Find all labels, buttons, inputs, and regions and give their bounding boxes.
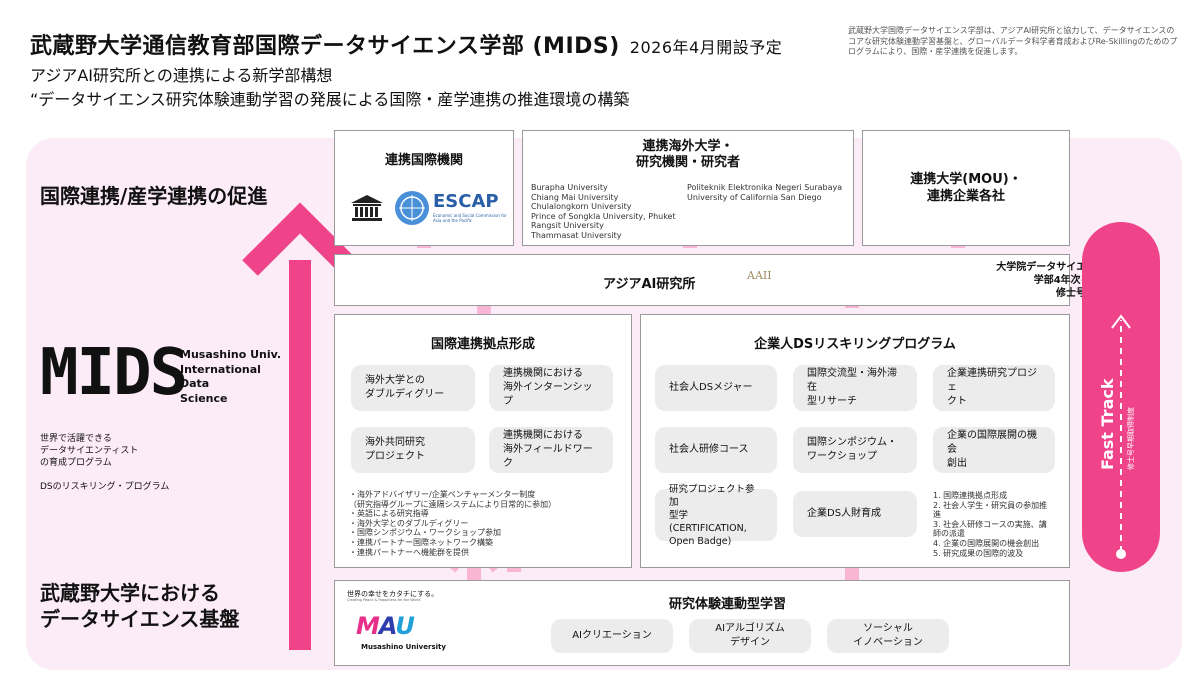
intl-hub-pill-4: 連携機関における 海外フィールドワーク xyxy=(489,427,613,473)
intl-orgs-box: 連携国際機関 ESCAP Economic and Social Commiss… xyxy=(334,130,514,246)
foundation-label-1: 武蔵野大学における xyxy=(40,581,220,605)
unesco-icon xyxy=(349,193,385,227)
intl-hub-pill-1: 海外大学との ダブルディグリー xyxy=(351,365,475,411)
escap-logo: ESCAP xyxy=(433,191,499,212)
fast-track-arrow xyxy=(1111,314,1131,559)
overseas-list-2: Politeknik Elektronika Negeri Surabaya U… xyxy=(687,183,843,202)
research-box: 世界の幸せをカタチにする。 Creating Peace & Happiness… xyxy=(334,580,1070,666)
mou-box: 連携大学(MOU)・ 連携企業各社 xyxy=(862,130,1070,246)
big-up-arrow xyxy=(242,202,358,650)
fast-track-sub: 修士号早期取得制度 xyxy=(1127,407,1135,470)
promotion-label: 国際連携/産学連携の促進 xyxy=(40,184,268,208)
escap-sub: Economic and Social Commission for Asia … xyxy=(433,213,507,223)
overseas-list-1: Burapha University Chiang Mai University… xyxy=(531,183,676,240)
mou-title: 連携大学(MOU)・ 連携企業各社 xyxy=(910,172,1022,204)
subtitle-2: “データサイエンス研究体験連動学習の発展による国際・産学連携の推進環境の構築 xyxy=(30,90,630,109)
mids-full-name: Musashino Univ. International Data Scien… xyxy=(180,348,282,405)
intl-hub-box: 国際連携拠点形成 海外大学との ダブルディグリー 連携機関における 海外インター… xyxy=(334,314,632,568)
subtitle-1: アジアAI研究所との連携による新学部構想 xyxy=(30,66,333,85)
aaii-logo-text: AAII xyxy=(747,269,772,282)
title-text: 武蔵野大学通信教育部国際データサイエンス学部 (MIDS) xyxy=(30,34,620,59)
asia-ai-bar: アジアAI研究所 AAII xyxy=(334,254,1070,306)
page-title: 武蔵野大学通信教育部国際データサイエンス学部 (MIDS) 2026年4月開設予定 xyxy=(30,28,782,60)
reskill-pill-1: 社会人DSメジャー xyxy=(655,365,777,411)
un-emblem-icon xyxy=(393,189,431,231)
reskill-pill-3: 企業連携研究プロジェ クト xyxy=(933,365,1055,411)
research-pill-1: AIクリエーション xyxy=(551,619,673,653)
header-note: 武蔵野大学国際データサイエンス学部は、アジアAI研究所と協力して、データサイエン… xyxy=(848,26,1178,56)
research-pill-2: AIアルゴリズム デザイン xyxy=(689,619,811,653)
intl-hub-title: 国際連携拠点形成 xyxy=(430,337,535,352)
reskill-pill-7: 研究プロジェクト参加 型学 (CERTIFICATION, Open Badge… xyxy=(655,484,777,547)
opening-date: 2026年4月開設予定 xyxy=(629,38,783,57)
reskill-pill-8: 企業DS人財育成 xyxy=(793,491,917,537)
mids-description: 世界で活躍できる データサイエンティスト の育成プログラム DSのリスキリング・… xyxy=(40,434,170,492)
reskilling-box: 企業人DSリスキリングプログラム 社会人DSメジャー 国際交流型・海外滞在 型リ… xyxy=(640,314,1070,568)
research-title: 研究体験連動型学習 xyxy=(669,597,787,612)
overseas-title: 連携海外大学・ 研究機関・研究者 xyxy=(635,139,740,170)
reskill-pill-2: 国際交流型・海外滞在 型リサーチ xyxy=(793,365,917,411)
university-name: Musashino University xyxy=(361,643,446,651)
reskill-pill-5: 国際シンポジウム・ ワークショップ xyxy=(793,427,917,473)
reskill-pill-6: 企業の国際展開の機会 創出 xyxy=(933,427,1055,473)
intl-hub-notes: ・海外アドバイザリー/企業ベンチャーメンター制度 （研究指導グループに遠隔システ… xyxy=(349,490,557,557)
fast-track-label: Fast Track xyxy=(1098,378,1117,471)
intl-orgs-title: 連携国際機関 xyxy=(384,153,463,168)
musashino-logo: MAU xyxy=(356,612,415,640)
reskill-pill-4: 社会人研修コース xyxy=(655,427,777,473)
research-pill-3: ソーシャル イノベーション xyxy=(827,619,949,653)
foundation-label-2: データサイエンス基盤 xyxy=(40,607,240,631)
reskilling-title: 企業人DSリスキリングプログラム xyxy=(754,337,956,352)
reskill-notes: 1. 国際連携拠点形成 2. 社会人学生・研究員の参加推 進 3. 社会人研修コ… xyxy=(933,491,1048,558)
intl-hub-pill-2: 連携機関における 海外インターンシップ xyxy=(489,365,613,411)
intl-hub-pill-3: 海外共同研究 プロジェクト xyxy=(351,427,475,473)
mids-logo: MIDS xyxy=(40,336,188,410)
university-tagline-en: Creating Peace & Happiness for the World xyxy=(347,598,421,602)
overseas-box: 連携海外大学・ 研究機関・研究者 Burapha University Chia… xyxy=(522,130,854,246)
university-tagline: 世界の幸せをカタチにする。 xyxy=(347,590,439,598)
aaii-logo: AAII xyxy=(747,269,772,282)
asia-ai-label: アジアAI研究所 xyxy=(603,277,696,292)
